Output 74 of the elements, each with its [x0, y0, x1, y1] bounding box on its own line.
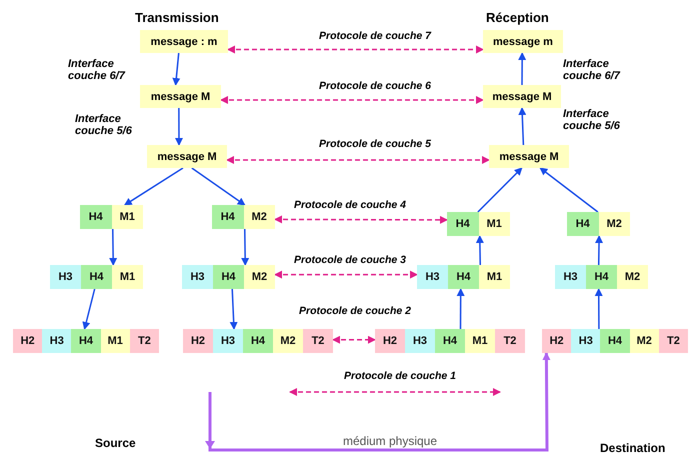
frame-field: M1 — [112, 205, 143, 229]
frame-field: H3 — [555, 265, 586, 289]
interface-label: Interface couche 6/7 — [68, 58, 126, 82]
interface-label: Interface couche 5/6 — [563, 108, 621, 132]
edge-label: Protocole de couche 2 — [296, 305, 414, 317]
edge-label: Protocole de couche 4 — [292, 199, 408, 211]
frame-field: T2 — [303, 329, 333, 353]
frame-field: H2 — [183, 329, 213, 353]
frame-strip — [542, 329, 688, 353]
frame-field: H4 — [448, 265, 479, 289]
frame-field: H2 — [375, 329, 405, 353]
frame-field: H4 — [586, 265, 617, 289]
message-box: message M — [483, 85, 561, 108]
frame-strip — [567, 212, 630, 236]
frame-field: H4 — [81, 265, 112, 289]
frame-field: M2 — [244, 265, 275, 289]
protocol-label: Protocole de couche 1 — [342, 370, 458, 382]
message-box: message m — [483, 30, 563, 53]
message-box: message M — [140, 85, 221, 108]
frame-strip — [183, 329, 333, 353]
frame-field: H4 — [600, 329, 630, 353]
frame-field: M2 — [617, 265, 648, 289]
frame-field: H4 — [447, 212, 478, 236]
message-box: message M — [489, 145, 569, 168]
frame-field: H3 — [42, 329, 72, 353]
frame-field: H4 — [71, 329, 101, 353]
frame-field: T2 — [495, 329, 525, 353]
frame-field: H4 — [213, 265, 244, 289]
frame-field: H3 — [213, 329, 243, 353]
message-box: message M — [147, 145, 227, 168]
interface-label: Interface couche 6/7 — [563, 58, 622, 82]
end-label: Destination — [600, 441, 666, 455]
frame-field: H2 — [13, 329, 42, 353]
frame-field: M2 — [273, 329, 303, 353]
frame-field: M1 — [100, 329, 130, 353]
frame-field: M2 — [244, 205, 275, 229]
message-box: message : m — [140, 30, 228, 53]
frame-field: M2 — [598, 212, 630, 236]
end-label: Source — [95, 436, 136, 450]
frame-strip — [50, 265, 143, 289]
frame-field: H4 — [212, 205, 244, 229]
frame-strip — [212, 205, 275, 229]
edge-label: Protocole de couche 5 — [316, 138, 434, 150]
column-heading: Transmission — [135, 10, 219, 25]
frame-field: T2 — [658, 329, 688, 353]
frame-field: M1 — [478, 212, 510, 236]
frame-field: H3 — [571, 329, 600, 353]
frame-field: H3 — [182, 265, 213, 289]
edge-label: Protocole de couche 6 — [316, 80, 434, 92]
frame-field: M2 — [630, 329, 659, 353]
frame-field: H3 — [417, 265, 448, 289]
frame-strip — [182, 265, 275, 289]
frame-field: T2 — [130, 329, 160, 353]
frame-field: H4 — [243, 329, 273, 353]
frame-field: M1 — [465, 329, 495, 353]
frame-strip — [13, 329, 159, 353]
interface-label: Interface couche 5/6 — [75, 113, 133, 137]
frame-strip — [447, 212, 510, 236]
frame-strip — [417, 265, 510, 289]
frame-field: H2 — [542, 329, 572, 353]
frame-field: M1 — [479, 265, 510, 289]
column-heading: Réception — [486, 10, 549, 25]
frame-strip — [555, 265, 648, 289]
frame-strip — [375, 329, 525, 353]
frame-field: H4 — [435, 329, 465, 353]
frame-field: H4 — [567, 212, 598, 236]
edge-label: Protocole de couche 7 — [316, 30, 434, 42]
frame-field: M1 — [112, 265, 143, 289]
frame-field: H3 — [405, 329, 435, 353]
edge-label: médium physique — [340, 434, 440, 448]
frame-strip — [80, 205, 143, 229]
edge-label: Protocole de couche 3 — [292, 254, 408, 266]
frame-field: H4 — [80, 205, 112, 229]
frame-field: H3 — [50, 265, 81, 289]
